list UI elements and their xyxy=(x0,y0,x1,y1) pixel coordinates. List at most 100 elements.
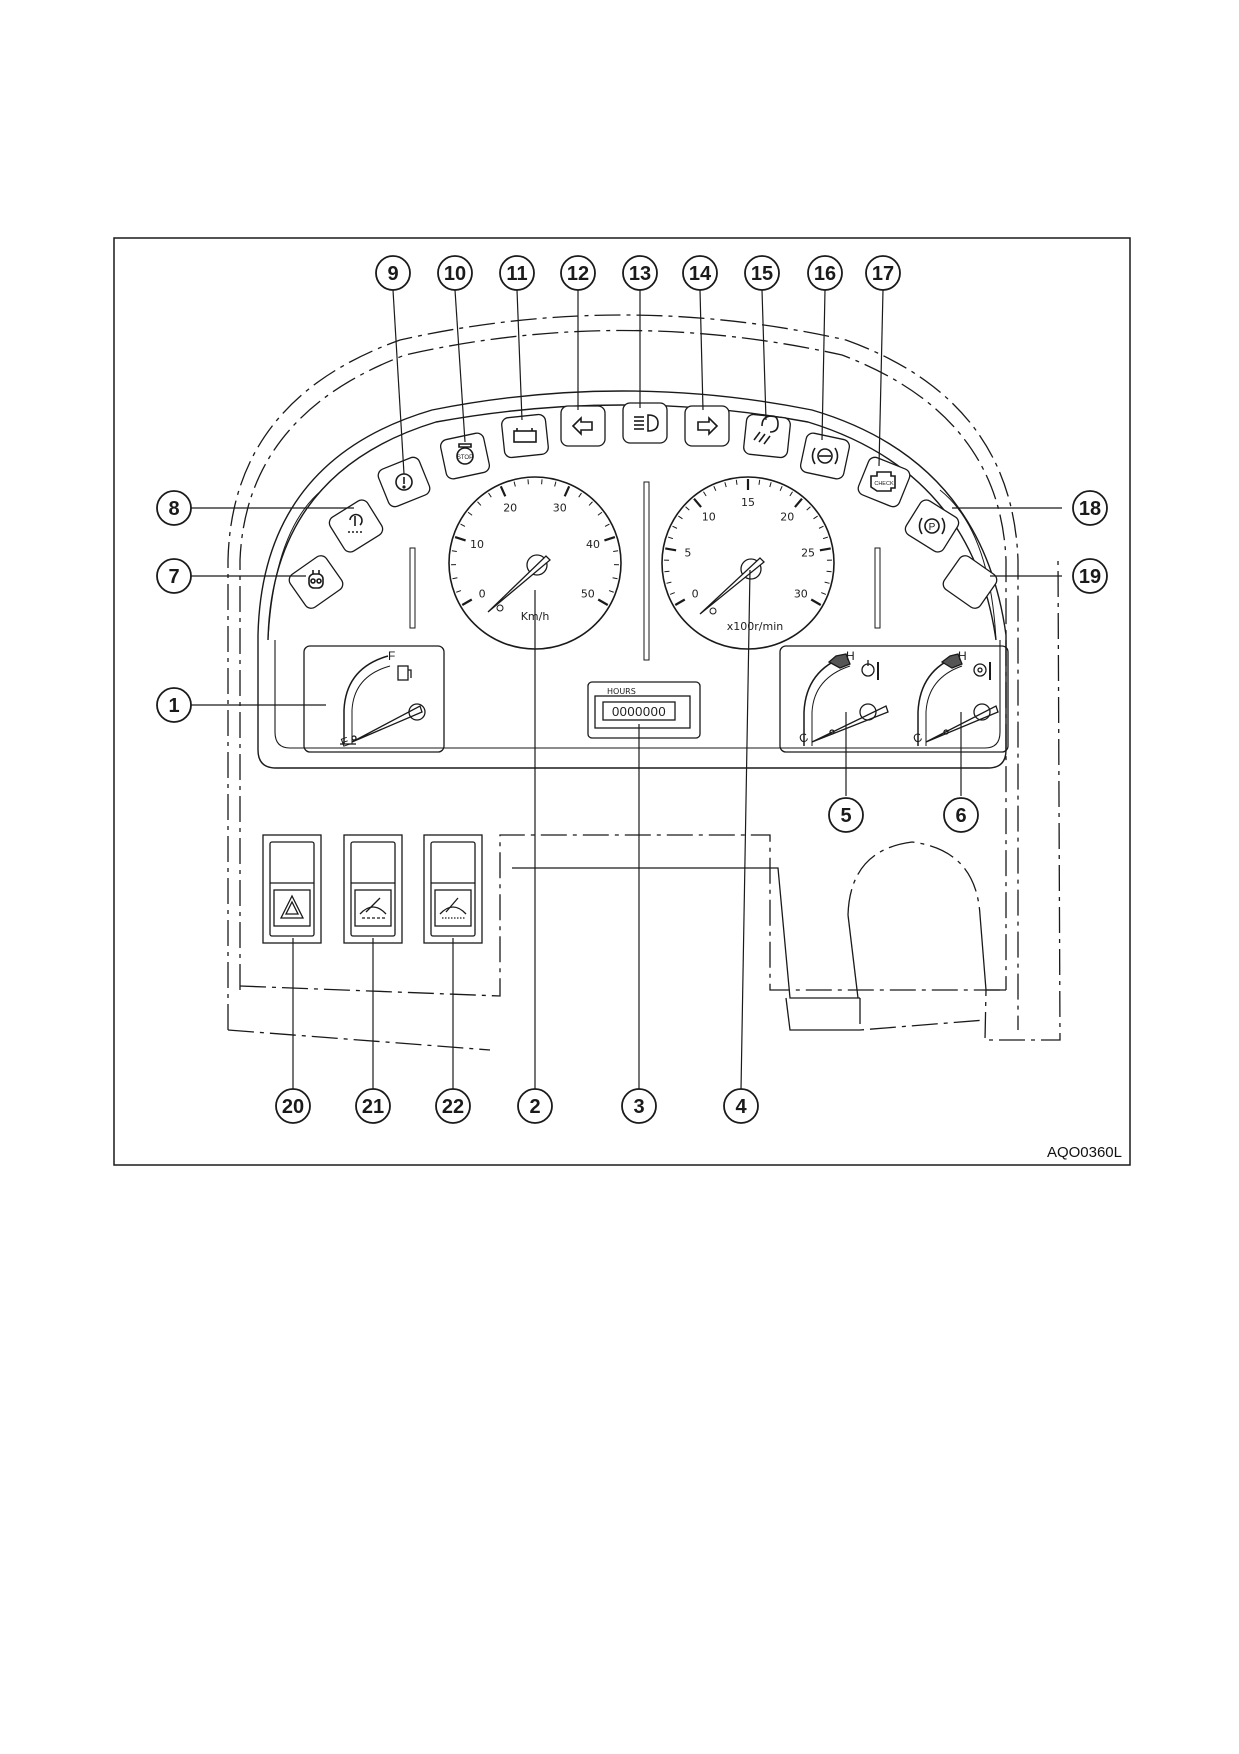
speedometer-major-tick xyxy=(499,485,507,497)
tachometer-minor-tick xyxy=(779,486,783,492)
figure-code: AQO0360L xyxy=(1047,1144,1122,1161)
check-engine-icon: CHECK xyxy=(870,471,896,492)
parking-brake-icon: P xyxy=(918,517,946,535)
tachometer-tick-label: 10 xyxy=(702,510,716,523)
hour-meter-digits: 0000000 xyxy=(612,704,666,719)
dashboard-housing xyxy=(227,314,1061,1051)
check-engine-lamp xyxy=(857,456,911,508)
front-wiper-switch xyxy=(343,834,403,944)
tachometer-minor-tick xyxy=(735,479,738,485)
hazard-warning-icon xyxy=(279,894,305,919)
speedometer-major-tick xyxy=(461,598,473,606)
callout-1: 1 xyxy=(156,687,192,723)
speedometer-tick-label: 0 xyxy=(479,588,486,601)
rear-wiper-icon xyxy=(439,897,467,919)
speedometer-minor-tick xyxy=(597,511,603,516)
svg-text:5: 5 xyxy=(840,805,851,827)
speedometer-minor-tick xyxy=(588,501,593,506)
speedometer-minor-tick xyxy=(451,550,457,552)
transmission-oil-temperature-gauge: H C xyxy=(911,649,999,746)
speedometer-tick-label: 40 xyxy=(586,538,600,551)
tachometer-minor-tick xyxy=(821,592,827,595)
speedometer-major-tick xyxy=(563,485,571,497)
callout-12: 12 xyxy=(560,255,596,291)
speedometer-minor-tick xyxy=(460,523,466,527)
speedometer-major-tick xyxy=(597,598,609,606)
fuel-full-label: F xyxy=(388,649,395,663)
speedometer-minor-tick xyxy=(608,590,614,593)
svg-text:STOP: STOP xyxy=(457,455,473,461)
battery-lamp xyxy=(501,413,549,459)
work-light-lamp xyxy=(743,413,791,459)
parking-brake-lamp xyxy=(904,499,960,553)
callout-19: 19 xyxy=(1072,558,1108,594)
speedometer-minor-tick xyxy=(554,481,557,487)
svg-text:10: 10 xyxy=(444,263,466,285)
speedometer-minor-tick xyxy=(513,481,516,487)
tachometer-minor-tick xyxy=(769,482,772,488)
speedometer-minor-tick xyxy=(456,590,462,593)
speedometer-needle xyxy=(487,554,551,613)
turn-left-lamp xyxy=(560,405,606,447)
speedometer-minor-tick xyxy=(604,523,610,527)
speedometer-minor-tick xyxy=(467,511,473,516)
speedometer-minor-tick xyxy=(578,492,582,498)
callout-17: 17 xyxy=(865,255,901,291)
tachometer-minor-tick xyxy=(824,581,830,584)
coolant-temperature-gauge: H C xyxy=(779,645,1009,753)
blank-lamp xyxy=(942,555,998,609)
svg-text:14: 14 xyxy=(689,263,712,285)
tachometer-minor-tick xyxy=(713,486,717,492)
callout-13: 13 xyxy=(622,255,658,291)
speedometer-minor-tick xyxy=(452,577,458,580)
callout-7: 7 xyxy=(156,558,192,594)
engine-stop-lamp xyxy=(439,432,491,480)
tachometer-major-tick xyxy=(674,598,686,606)
speedometer-minor-tick xyxy=(488,492,492,498)
fuel-pump-icon xyxy=(397,665,412,681)
tachometer-minor-tick xyxy=(678,515,683,520)
speedometer-minor-tick xyxy=(477,501,482,506)
callout-4: 4 xyxy=(723,1088,759,1124)
svg-text:11: 11 xyxy=(506,263,527,285)
svg-text:6: 6 xyxy=(955,805,966,827)
preheat-lamp xyxy=(288,555,344,609)
speedometer-major-tick xyxy=(604,535,616,542)
tachometer-unit: x100r/min xyxy=(727,620,784,633)
tachometer-minor-tick xyxy=(703,491,707,497)
callout-3: 3 xyxy=(621,1088,657,1124)
svg-text:7: 7 xyxy=(168,566,179,588)
coolant-temperature-icon xyxy=(861,660,879,680)
svg-text:12: 12 xyxy=(567,263,589,285)
tachometer-minor-tick xyxy=(685,506,690,511)
tachometer-minor-tick xyxy=(789,491,793,497)
transmission-hot-label: H xyxy=(958,649,967,663)
speedometer-tick-label: 10 xyxy=(470,538,484,551)
tachometer-major-tick xyxy=(819,547,831,552)
callout-10: 10 xyxy=(437,255,473,291)
indicator-lamp-row xyxy=(288,402,998,609)
callout-18: 18 xyxy=(1072,490,1108,526)
engine-oil-pressure-icon xyxy=(348,513,364,533)
callout-2: 2 xyxy=(517,1088,553,1124)
tachometer-tick-label: 5 xyxy=(684,546,691,559)
cluster-body xyxy=(257,390,1007,769)
svg-text:17: 17 xyxy=(872,263,894,285)
tachometer-minor-tick xyxy=(818,525,824,529)
figure-frame xyxy=(113,237,1131,1166)
tachometer-minor-tick xyxy=(822,536,829,540)
hour-meter-label: HOURS xyxy=(607,687,636,696)
preheat-icon xyxy=(308,570,324,589)
callout-markers: 1 2 3 4 5 6 7 8 9 10 11 12 13 14 15 16 1… xyxy=(156,255,1108,1124)
engine-oil-lamp xyxy=(328,499,384,553)
tachometer-minor-tick xyxy=(758,479,761,485)
callout-8: 8 xyxy=(156,490,192,526)
panel-separators xyxy=(409,481,881,661)
callout-20: 20 xyxy=(275,1088,311,1124)
tachometer-needle xyxy=(699,557,765,615)
high-beam-lamp xyxy=(622,402,668,444)
speedometer-tick-label: 50 xyxy=(581,588,595,601)
turn-right-lamp xyxy=(684,405,730,447)
